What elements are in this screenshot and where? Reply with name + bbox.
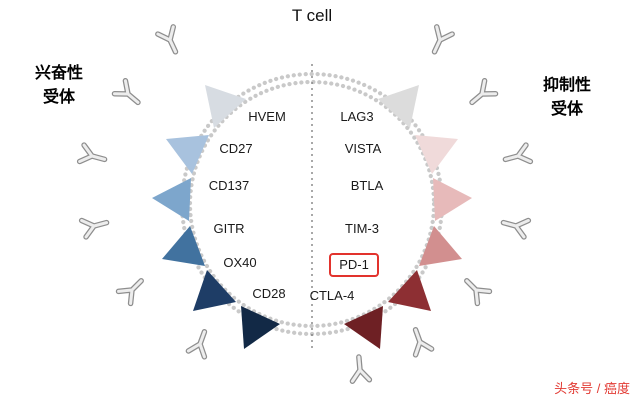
watermark-text: 头条号 / 癌度 — [554, 381, 630, 396]
receptor-triangle-cd27 — [166, 135, 209, 174]
antibody-icon — [158, 27, 183, 55]
inhibitory-label-line2: 受体 — [550, 101, 583, 118]
antibody-icon — [119, 275, 148, 304]
inhibitory-label-line1: 抑制性 — [542, 77, 591, 94]
antibody-icon — [501, 214, 528, 237]
receptor-triangle-pd1 — [388, 270, 431, 311]
excitatory-receptors-label: 兴奋性 受体 — [24, 62, 94, 110]
receptor-label-vista: VISTA — [344, 141, 382, 156]
antibody-icon — [467, 81, 496, 109]
receptor-label-cd137: CD137 — [208, 178, 250, 193]
receptor-label-cd27: CD27 — [219, 141, 253, 156]
antibody-icon — [503, 145, 530, 168]
receptor-triangle-vista — [415, 135, 458, 174]
receptor-label-ox40: OX40 — [223, 255, 257, 270]
receptor-label-lag3: LAG3 — [340, 109, 374, 124]
receptor-label-cd28: CD28 — [252, 286, 286, 301]
receptor-label-tim3: TIM-3 — [345, 221, 379, 236]
receptor-triangle-ctla4 — [344, 306, 383, 349]
antibody-icon — [188, 329, 212, 357]
receptor-label-pd1-highlight-box: PD-1 — [329, 253, 379, 277]
receptor-triangle-hvem — [205, 85, 246, 128]
receptor-label-hvem: HVEM — [248, 109, 286, 124]
receptor-label-ctla4: CTLA-4 — [309, 288, 355, 303]
antibody-icon — [350, 356, 369, 381]
receptor-triangle-ox40 — [193, 270, 236, 311]
excitatory-label-line2: 受体 — [42, 89, 75, 106]
antibody-icon — [427, 27, 452, 55]
receptor-label-gitr: GITR — [213, 221, 245, 236]
receptor-triangle-cd28 — [241, 306, 280, 349]
antibody-icon — [408, 327, 432, 355]
receptor-triangle-gitr — [162, 226, 205, 266]
antibody-icon — [114, 81, 143, 109]
diagram-title: T cell — [291, 6, 333, 25]
receptor-triangle-lag3 — [378, 85, 419, 128]
receptor-triangle-tim3 — [419, 226, 462, 266]
inhibitory-receptors-label: 抑制性 受体 — [532, 74, 602, 122]
antibody-icon — [461, 275, 490, 304]
receptor-triangle-btla — [433, 178, 472, 221]
antibody-icon — [80, 145, 107, 168]
excitatory-label-line1: 兴奋性 — [34, 65, 83, 82]
antibody-icon — [82, 214, 109, 237]
receptor-triangle-cd137 — [152, 178, 191, 221]
receptor-label-btla: BTLA — [350, 178, 384, 193]
